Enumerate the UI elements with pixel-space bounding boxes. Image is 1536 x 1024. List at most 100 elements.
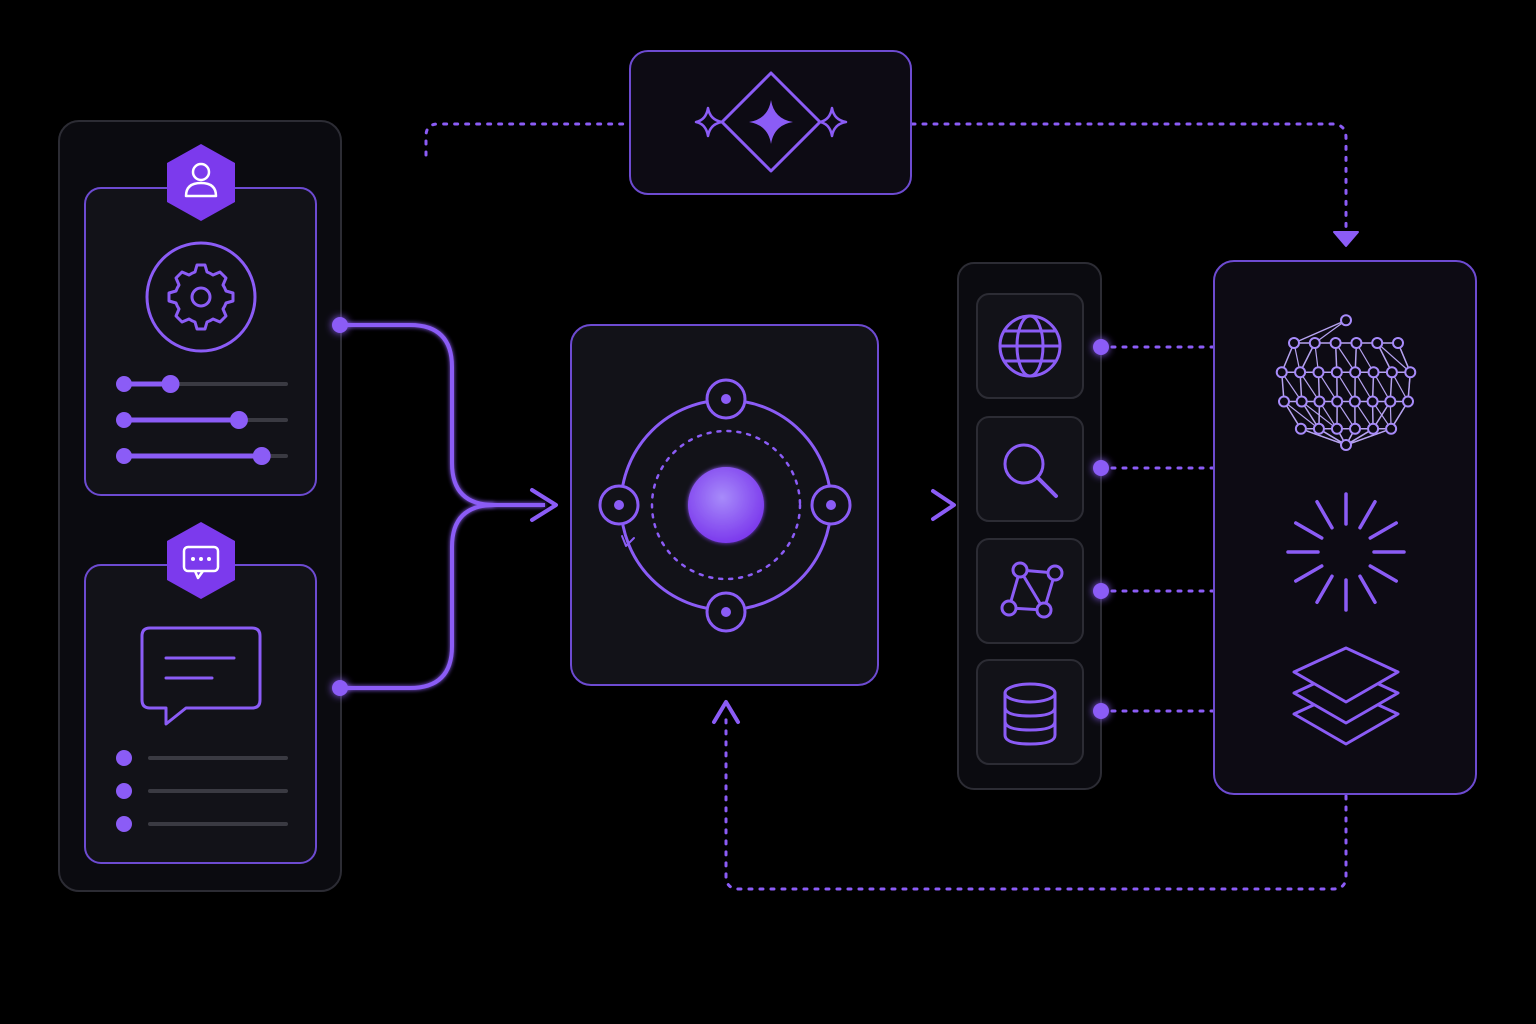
tool-endpoint-globe (1093, 339, 1109, 355)
dotted-feedback-loop (724, 714, 1348, 891)
tool-endpoint-database (1093, 703, 1109, 719)
burst-ray (1368, 521, 1398, 540)
list-item (116, 816, 288, 832)
tool-endpoint-graph (1093, 583, 1109, 599)
sphere-node (1288, 337, 1300, 349)
arrowhead-into-output (1333, 231, 1359, 247)
dotted-link-top-right (910, 122, 1348, 238)
sphere-node (1350, 337, 1363, 349)
burst-ray (1315, 500, 1334, 530)
slider[interactable] (116, 447, 288, 465)
search-icon (1003, 443, 1058, 498)
tool-graph[interactable] (976, 538, 1084, 644)
database-icon (1003, 682, 1057, 746)
sphere-node (1349, 366, 1362, 379)
sphere-node (1294, 366, 1307, 379)
sphere-edge (1293, 319, 1347, 344)
slider-start-dot (116, 412, 132, 428)
tool-endpoint-search (1093, 460, 1109, 476)
burst-icon (1286, 492, 1406, 612)
sphere-node (1404, 366, 1417, 379)
graph-nodes-icon (1000, 561, 1064, 619)
arrowhead-into-core-bottom (712, 700, 740, 724)
slider-thumb[interactable] (161, 375, 180, 393)
dotted-link-top-left (424, 122, 630, 157)
message-icon (140, 626, 262, 726)
sphere-node (1331, 395, 1344, 408)
connector-chat-to-core (340, 503, 495, 690)
slider-group (116, 375, 288, 465)
sphere-node (1349, 422, 1362, 435)
sphere-node (1366, 395, 1379, 408)
sphere-node (1385, 422, 1398, 435)
sphere-node (1340, 314, 1352, 327)
output-panel[interactable] (1213, 260, 1477, 795)
sphere-node (1275, 366, 1288, 379)
sphere-node (1330, 422, 1343, 435)
tool-column (957, 262, 1109, 790)
burst-ray (1358, 574, 1377, 604)
slider-start-dot (116, 448, 132, 464)
layers-icon (1292, 646, 1400, 746)
tool-database[interactable] (976, 659, 1084, 765)
list-item (116, 750, 288, 766)
sphere-node (1402, 395, 1415, 408)
slider[interactable] (116, 411, 288, 429)
sparkle-diamond-icon (694, 71, 848, 173)
top-node[interactable] (629, 50, 912, 195)
arrowhead-into-core (530, 488, 558, 522)
sphere-node (1392, 337, 1404, 349)
sphere-node (1312, 366, 1325, 379)
globe-icon (998, 314, 1062, 378)
sphere-edge (1300, 428, 1347, 446)
orbit-core-icon (598, 378, 852, 633)
sphere-node (1329, 337, 1342, 349)
burst-ray (1294, 521, 1324, 540)
tool-search[interactable] (976, 416, 1084, 522)
connector-endpoint-profile (332, 317, 348, 333)
list-item (116, 783, 288, 799)
user-icon (167, 144, 235, 221)
burst-ray (1358, 500, 1377, 530)
sphere-node (1308, 337, 1321, 349)
gear-icon (145, 241, 257, 353)
chat-card[interactable] (84, 522, 317, 864)
burst-ray (1368, 564, 1398, 583)
sphere-node (1367, 422, 1380, 435)
burst-ray (1294, 564, 1324, 583)
sphere-node (1313, 395, 1326, 408)
chat-dots-icon (167, 522, 235, 599)
sphere-edge (1283, 401, 1320, 430)
sphere-node (1312, 422, 1325, 435)
sphere-node (1371, 337, 1384, 349)
chat-list (116, 750, 288, 832)
left-column (58, 120, 348, 892)
core-node[interactable] (570, 324, 879, 686)
tool-globe[interactable] (976, 293, 1084, 399)
connector-profile-to-core (340, 323, 545, 507)
output-panel-frame (1213, 260, 1477, 795)
slider-start-dot (116, 376, 132, 392)
sphere-node (1340, 439, 1352, 452)
list-bullet (116, 750, 132, 766)
profile-card-frame (84, 187, 317, 496)
sphere-edge (1345, 428, 1392, 446)
burst-ray (1315, 574, 1334, 604)
slider[interactable] (116, 375, 288, 393)
sphere-node (1295, 395, 1308, 408)
sphere-node (1385, 366, 1398, 379)
connector-endpoint-chat (332, 680, 348, 696)
list-bullet (116, 816, 132, 832)
arrowhead-into-tools (931, 489, 956, 521)
sphere-node (1348, 395, 1361, 408)
sphere-node (1367, 366, 1380, 379)
sphere-node (1294, 422, 1307, 435)
slider-thumb[interactable] (229, 411, 248, 429)
list-bullet (116, 783, 132, 799)
profile-card[interactable] (84, 144, 317, 496)
slider-thumb[interactable] (252, 447, 271, 465)
sphere-node (1330, 366, 1343, 379)
connectors (340, 122, 1359, 891)
sphere-node (1384, 395, 1397, 408)
